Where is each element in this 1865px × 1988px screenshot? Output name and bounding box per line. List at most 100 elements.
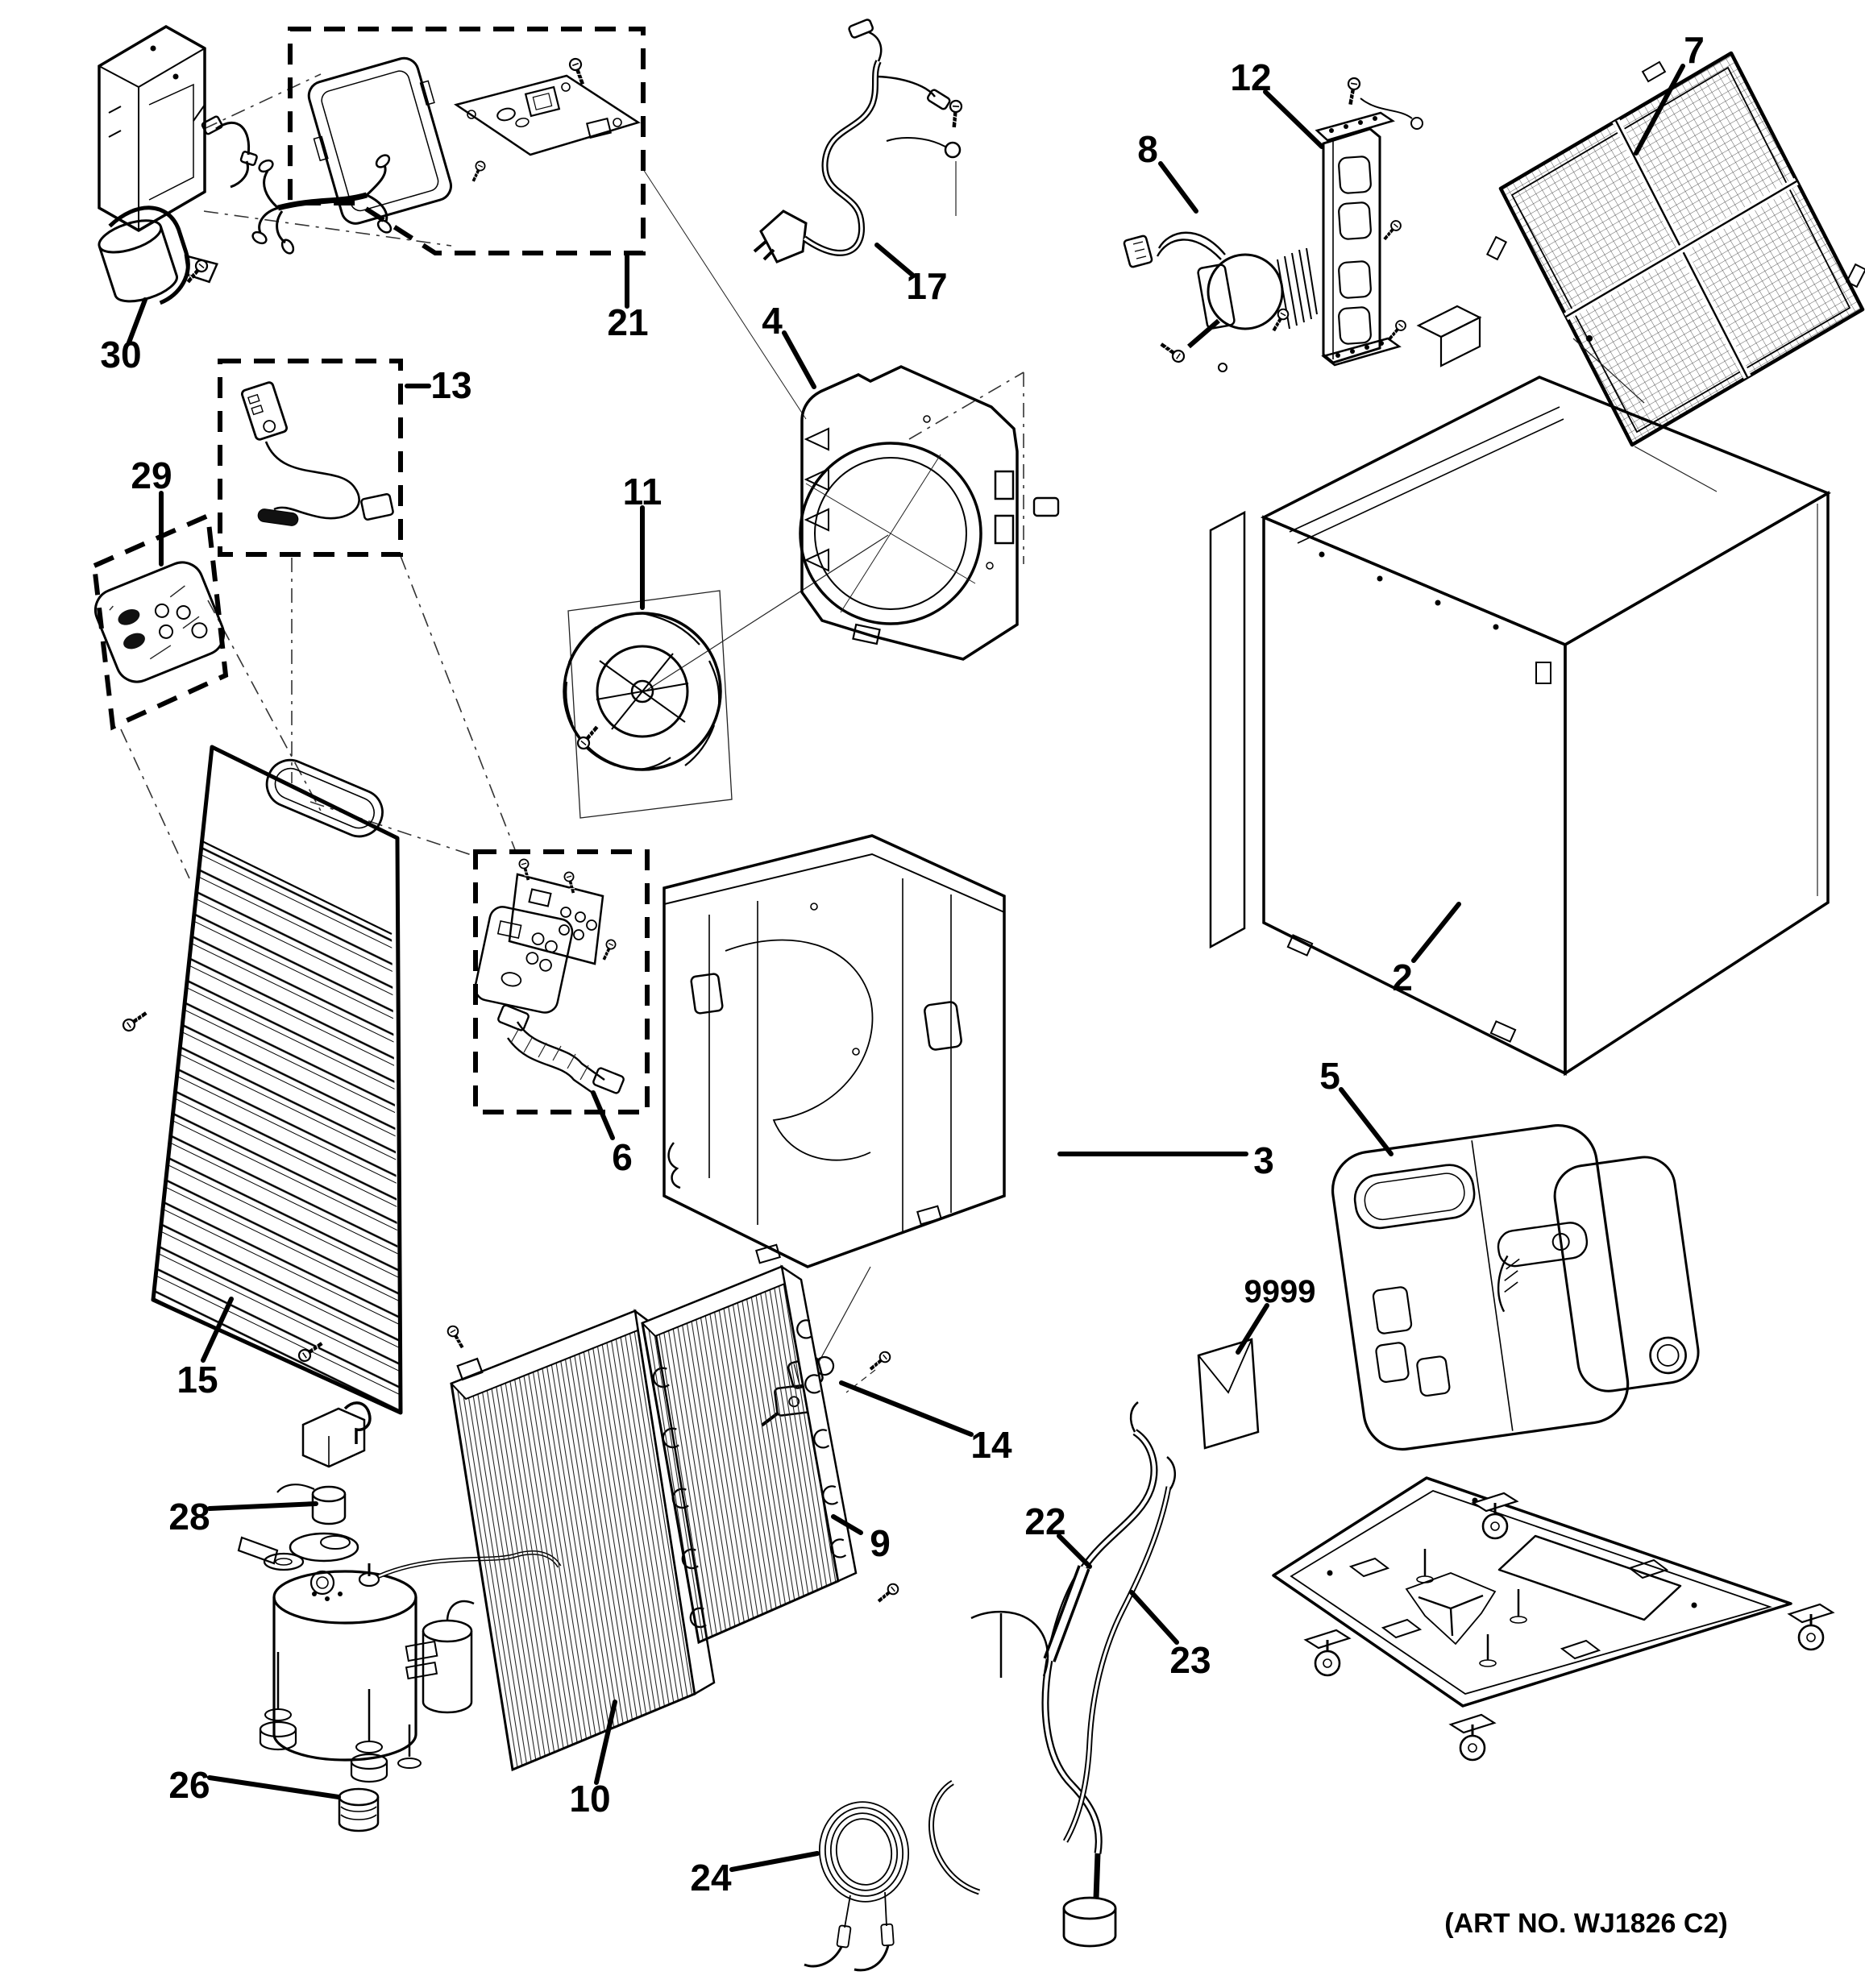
- electrical-box: [98, 24, 206, 233]
- grille-screw: [121, 1008, 149, 1032]
- leader-24: [729, 1851, 820, 1872]
- chassis-clip: [667, 1142, 681, 1189]
- leader-10: [594, 1700, 617, 1785]
- callout-3: 3: [1253, 1139, 1274, 1181]
- caster-wheel: [1449, 1713, 1496, 1762]
- ribbon-cable: [497, 1004, 625, 1095]
- cabinet-screw: [1269, 307, 1290, 333]
- callout-17: 17: [906, 265, 947, 307]
- callout-11: 11: [623, 471, 663, 513]
- leader-17: [874, 243, 916, 278]
- terminal-cover: [301, 1407, 366, 1468]
- callout-7: 7: [1684, 29, 1705, 71]
- leader-28: [207, 1501, 318, 1511]
- callout-14: 14: [970, 1424, 1012, 1466]
- sensor-probe: [257, 508, 299, 526]
- sensor-wire: [264, 441, 360, 520]
- display-screw: [562, 869, 579, 896]
- leader-14: [839, 1380, 974, 1437]
- callout-23: 23: [1169, 1639, 1211, 1681]
- leader-12: [1263, 89, 1324, 149]
- display-assembly-box-6: [473, 849, 650, 1114]
- callout-24: 24: [690, 1857, 732, 1899]
- base-pan: [1272, 1476, 1834, 1762]
- callout-10: 10: [569, 1778, 610, 1820]
- leader-5: [1339, 1087, 1394, 1156]
- accumulator: [405, 1600, 475, 1714]
- grille-handle: [265, 758, 384, 838]
- callout-30: 30: [100, 334, 141, 376]
- capillary-coil: [804, 1801, 910, 1972]
- callout-15: 15: [177, 1359, 218, 1401]
- board-screw: [568, 57, 588, 86]
- overlay-button: [191, 622, 208, 639]
- mounting-bracket: [1315, 77, 1423, 367]
- water-bucket: [1331, 1123, 1700, 1451]
- callout-26: 26: [168, 1764, 210, 1806]
- power-board: [454, 74, 641, 156]
- motor-screw: [1158, 339, 1186, 363]
- leader-7: [1634, 64, 1685, 156]
- callout-29: 29: [131, 454, 172, 496]
- leader-8: [1158, 161, 1198, 214]
- front-grille: [121, 745, 403, 1415]
- display-screw: [598, 936, 619, 964]
- leader-15: [201, 1297, 234, 1363]
- leader-23: [1129, 1590, 1179, 1645]
- leader-6: [591, 1090, 615, 1140]
- mount-feet: [259, 1652, 422, 1783]
- projection-lines: [120, 73, 1718, 1364]
- bracket-screw: [1384, 317, 1410, 344]
- overlay-button: [154, 603, 169, 618]
- leader-9: [831, 1514, 863, 1535]
- leader-lines: [127, 64, 1685, 1872]
- overload-relay: [276, 1484, 347, 1525]
- air-filter: [1485, 51, 1865, 447]
- overlay-button: [118, 608, 140, 625]
- coil-9: [641, 1264, 900, 1645]
- callout-6: 6: [612, 1136, 633, 1178]
- grommet-26: [338, 1787, 380, 1832]
- callout-8: 8: [1137, 128, 1158, 170]
- coil-screw: [446, 1324, 467, 1350]
- callout-13: 13: [430, 364, 471, 406]
- callout-22: 22: [1024, 1500, 1065, 1542]
- gasket: [289, 1532, 359, 1563]
- callout-28: 28: [168, 1496, 210, 1538]
- capacitor: [98, 205, 218, 305]
- overlay-button: [159, 624, 174, 639]
- art-number: (ART NO. WJ1826 C2): [1444, 1908, 1727, 1939]
- cabinet-wrapper: [1209, 305, 1831, 1077]
- coil-screw: [875, 1582, 900, 1605]
- callout-9: 9: [870, 1522, 891, 1564]
- leader-22: [1057, 1534, 1092, 1569]
- overlay-sticker-29: [91, 512, 229, 731]
- display-overlay: [474, 906, 574, 1014]
- caster-wheel: [1472, 1492, 1518, 1540]
- sensor-box-13: [218, 359, 403, 557]
- housing-clip: [1032, 496, 1060, 517]
- cord-screw: [949, 100, 962, 127]
- control-cover: [307, 56, 452, 225]
- callout-9999: 9999: [1244, 1274, 1316, 1309]
- sensor-connector: [240, 381, 289, 441]
- hanger-hook: [343, 1401, 372, 1444]
- callout-5: 5: [1319, 1055, 1340, 1097]
- leader-2: [1411, 902, 1461, 963]
- overlay-button: [176, 605, 191, 620]
- power-cord: [753, 19, 962, 264]
- wire-harness: [251, 154, 393, 255]
- caster-wheel: [1304, 1629, 1351, 1677]
- fan-housing: [799, 365, 1060, 661]
- fan-motor: [1123, 231, 1318, 372]
- callout-21: 21: [607, 301, 648, 343]
- bracket-screw: [1345, 77, 1361, 106]
- coil-screw: [867, 1350, 892, 1373]
- leader-4: [782, 330, 816, 389]
- callout-2: 2: [1392, 957, 1413, 998]
- leader-9999: [1236, 1303, 1269, 1355]
- bracket-screw: [1379, 217, 1405, 244]
- caster-wheel: [1788, 1603, 1834, 1651]
- blower-wheel: [563, 590, 733, 819]
